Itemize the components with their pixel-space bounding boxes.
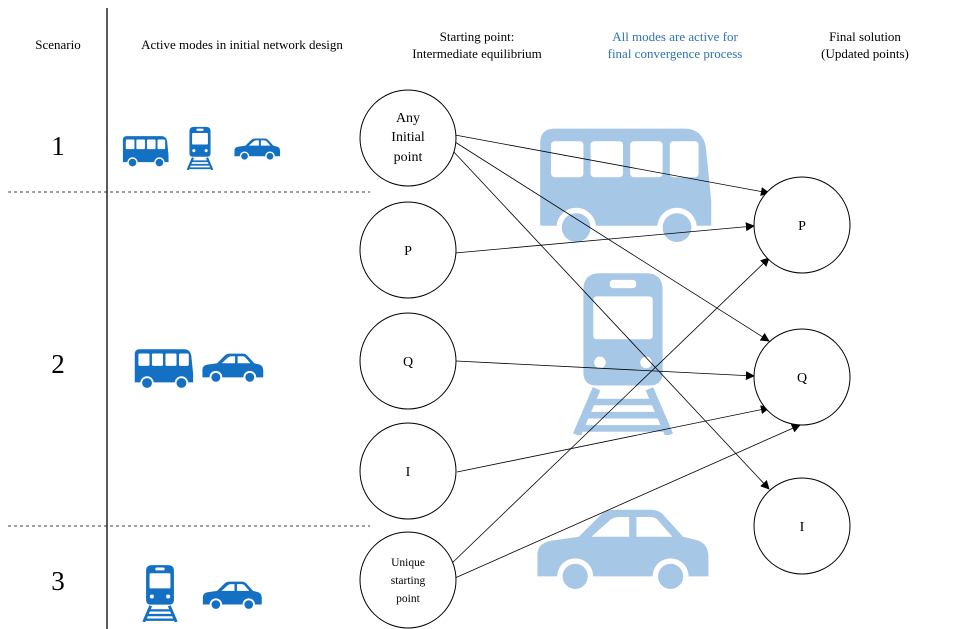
node-label: point bbox=[394, 150, 423, 165]
scenario-2-modes bbox=[134, 349, 264, 390]
header-final-solution: Final solution bbox=[829, 29, 901, 44]
node-label: Initial bbox=[391, 130, 425, 145]
train-icon-background bbox=[577, 273, 669, 435]
final-node-q: Q bbox=[753, 328, 851, 426]
node-label: P bbox=[404, 244, 412, 259]
arrow-unique-to-p bbox=[449, 257, 770, 566]
final-node-i: I bbox=[753, 477, 851, 575]
header-row: Scenario Active modes in initial network… bbox=[35, 29, 909, 61]
start-node-i: I bbox=[359, 422, 457, 520]
arrow-any-to-i bbox=[451, 149, 770, 490]
arrow-any-to-p bbox=[454, 134, 770, 196]
arrow-i-to-q bbox=[456, 405, 770, 473]
scenario-number-1: 1 bbox=[51, 131, 65, 161]
scenario-number-2: 2 bbox=[51, 349, 65, 379]
node-label: starting bbox=[391, 575, 426, 587]
convergence-arrows bbox=[449, 134, 801, 579]
car-icon bbox=[234, 138, 281, 162]
bus-icon bbox=[122, 136, 169, 168]
header-all-modes-sub: final convergence process bbox=[608, 46, 743, 61]
train-icon bbox=[186, 126, 214, 170]
car-icon-background bbox=[537, 509, 709, 595]
arrow-q-to-q bbox=[455, 360, 755, 381]
bus-icon bbox=[134, 349, 194, 390]
start-node-unique: Unique starting point bbox=[359, 531, 457, 629]
node-label: point bbox=[396, 593, 420, 605]
header-active-modes: Active modes in initial network design bbox=[141, 37, 343, 52]
train-icon bbox=[142, 564, 178, 622]
arrow-unique-to-q bbox=[454, 424, 801, 579]
node-label: Unique bbox=[391, 557, 425, 569]
node-label: I bbox=[406, 465, 411, 480]
header-starting-point-sub: Intermediate equilibrium bbox=[412, 46, 542, 61]
scenario-number-3: 3 bbox=[51, 566, 65, 596]
arrow-p-to-p bbox=[454, 222, 755, 254]
header-starting-point: Starting point: bbox=[440, 29, 515, 44]
car-icon bbox=[202, 581, 262, 611]
node-label: Any bbox=[396, 111, 420, 126]
node-label: Q bbox=[403, 355, 413, 370]
scenario-3-modes bbox=[142, 564, 262, 622]
node-label: Q bbox=[797, 371, 807, 386]
header-all-modes: All modes are active for bbox=[612, 29, 738, 44]
background-mode-icons bbox=[537, 128, 712, 595]
bus-icon-background bbox=[540, 128, 712, 248]
node-label: I bbox=[800, 520, 805, 535]
start-node-q: Q bbox=[359, 312, 457, 410]
start-node-p: P bbox=[359, 201, 457, 299]
header-final-solution-sub: (Updated points) bbox=[821, 46, 909, 61]
scenario-1-modes bbox=[122, 126, 281, 170]
node-label: P bbox=[798, 219, 806, 234]
car-icon bbox=[202, 353, 264, 384]
header-scenario: Scenario bbox=[35, 37, 80, 52]
final-node-p: P bbox=[753, 176, 851, 274]
start-node-any-initial: Any Initial point bbox=[359, 89, 457, 187]
